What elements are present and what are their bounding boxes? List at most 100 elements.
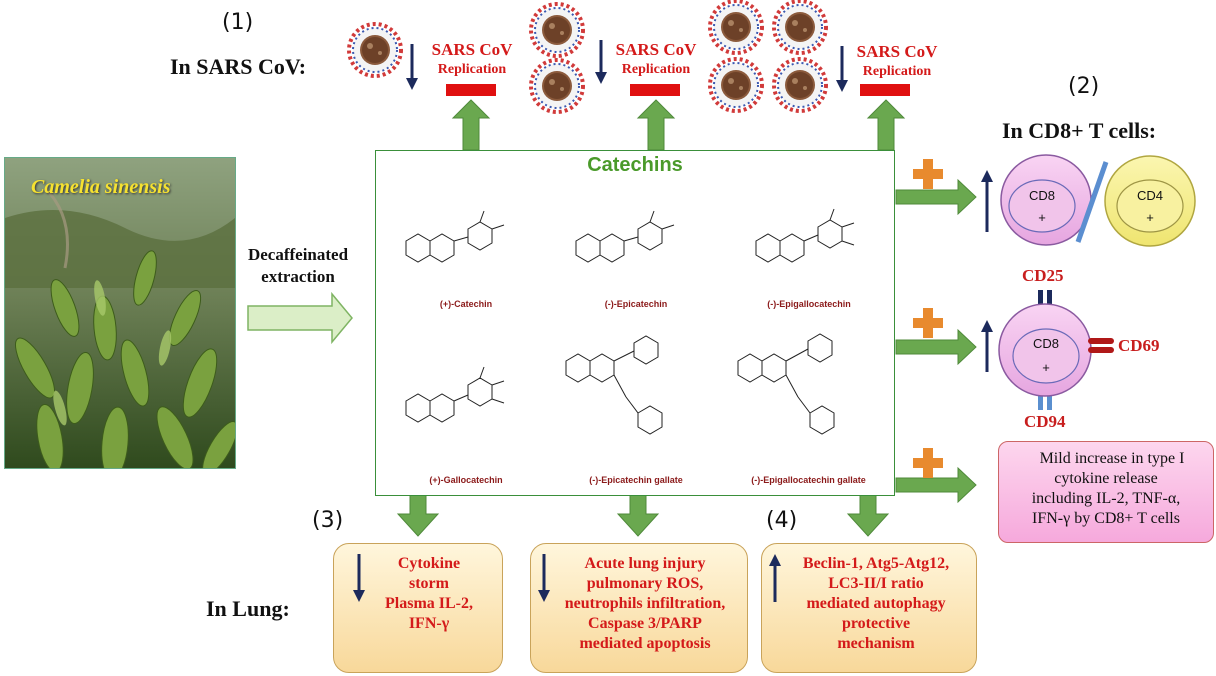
plus-icon <box>913 308 943 338</box>
cd4-cell <box>1104 155 1196 247</box>
extraction-label: Decaffeinated extraction <box>236 244 360 288</box>
extraction-label-line1: Decaffeinated <box>247 245 349 264</box>
lung-box1-line: IFN-γ <box>408 615 450 632</box>
down-arrow-icon <box>846 493 890 537</box>
lung-box2-line: neutrophils infiltration, <box>564 595 726 612</box>
up-arrow-icon <box>451 99 491 151</box>
cytokine-storm-box: Cytokine storm Plasma IL-2, IFN-γ <box>333 543 503 673</box>
decrease-arrow-icon <box>595 40 607 84</box>
cd25-receptor <box>1038 290 1052 312</box>
virus-icon <box>529 2 585 58</box>
cytokine-line3: including IL-2, TNF-α, <box>1031 490 1181 507</box>
sars-label: SARS CoV Replication <box>845 42 949 82</box>
right-arrow-icon <box>895 178 977 216</box>
catechins-title: Catechins <box>587 154 683 176</box>
plant-name-label: Camelia sinensis <box>31 176 171 198</box>
right-arrow-icon <box>895 328 977 366</box>
lung-box3-line: mediated autophagy <box>806 595 946 612</box>
cd94-label: CD94 <box>1024 412 1066 431</box>
catechins-box: Catechins <box>375 150 895 496</box>
molecule-epicatechin <box>575 210 675 263</box>
label-4: (4) <box>766 508 798 533</box>
camelia-sinensis-photo: Camelia sinensis <box>4 157 236 469</box>
virus-icon <box>708 0 764 55</box>
label-2: (2) <box>1068 74 1100 99</box>
lung-box2-line: Acute lung injury <box>584 555 706 572</box>
cytokine-line2: cytokine release <box>1054 470 1158 487</box>
extraction-label-line2: extraction <box>261 267 335 286</box>
inhibition-bar <box>446 84 496 96</box>
molecule-label: (-)-Epicatechin <box>604 299 668 309</box>
cytokine-line1: Mild increase in type I <box>1039 450 1185 467</box>
molecule-label: (-)-Epigallocatechin <box>767 299 851 309</box>
in-lung-heading: In Lung: <box>206 596 290 621</box>
plus-icon <box>913 448 943 478</box>
molecule-catechin <box>405 210 505 263</box>
cd25-label: CD25 <box>1022 266 1064 285</box>
molecule-label: (+)-Gallocatechin <box>429 475 503 485</box>
decrease-arrow-icon <box>538 554 550 602</box>
in-sars-heading: In SARS CoV: <box>170 54 307 79</box>
cd8-cell <box>1000 154 1092 246</box>
increase-arrow-icon <box>981 170 993 232</box>
lung-box1-line: storm <box>409 575 449 592</box>
molecule-gallocatechin <box>405 366 505 423</box>
cd69-label: CD69 <box>1118 336 1160 355</box>
virus-icon <box>347 22 403 78</box>
lung-box3-line: mechanism <box>837 635 915 652</box>
cd8-activated-plus: + <box>1042 360 1050 375</box>
molecule-label: (-)-Epigallocatechin gallate <box>751 475 866 485</box>
inhibition-bar <box>860 84 910 96</box>
virus-icon <box>772 57 828 113</box>
virus-icon <box>529 58 585 114</box>
virus-icon <box>708 57 764 113</box>
sars-label-line1: SARS CoV <box>856 42 938 61</box>
lung-box2-line: Caspase 3/PARP <box>588 615 702 632</box>
molecule-label: (-)-Epicatechin gallate <box>589 475 683 485</box>
extraction-arrow-icon <box>247 291 353 345</box>
cd8-cell-plus: + <box>1038 210 1046 225</box>
sars-label-line2: Replication <box>862 64 932 79</box>
virus-icon <box>772 0 828 55</box>
lung-box3-line: LC3-II/I ratio <box>828 575 924 592</box>
catechin-structures <box>405 208 855 435</box>
lung-box2-line: mediated apoptosis <box>579 635 711 652</box>
decrease-arrow-icon <box>836 46 848 92</box>
cd4-cell-label: CD4 <box>1136 188 1163 203</box>
ratio-slash <box>1075 161 1109 243</box>
molecule-label: (+)-Catechin <box>439 299 493 309</box>
cytokine-release-box: Mild increase in type I cytokine release… <box>998 441 1214 543</box>
cd8-activated-cell <box>998 303 1092 397</box>
cd8-cell-label: CD8 <box>1028 188 1055 203</box>
right-arrow-icon <box>895 466 977 504</box>
up-arrow-icon <box>866 99 906 151</box>
autophagy-box: Beclin-1, Atg5-Atg12, LC3-II/I ratio med… <box>761 543 977 673</box>
in-cd8-heading: In CD8+ T cells: <box>1002 118 1157 143</box>
molecule-epigallocatechin <box>755 208 855 263</box>
down-arrow-icon <box>396 493 440 537</box>
inhibition-bar <box>630 84 680 96</box>
lung-box3-line: protective <box>841 615 911 632</box>
plus-icon <box>913 159 943 189</box>
tea-plant-image <box>5 158 235 468</box>
molecule-epigallocatechin-gallate <box>737 333 835 435</box>
increase-arrow-icon <box>769 554 781 602</box>
decrease-arrow-icon <box>353 554 365 602</box>
cd94-receptor <box>1038 388 1052 410</box>
acute-lung-injury-box: Acute lung injury pulmonary ROS, neutrop… <box>530 543 748 673</box>
label-1: (1) <box>222 10 254 35</box>
sars-label-line1: SARS CoV <box>431 40 513 59</box>
cd8-activated-label: CD8 <box>1032 336 1059 351</box>
label-3: (3) <box>312 508 344 533</box>
sars-label-line2: Replication <box>437 62 507 77</box>
up-arrow-icon <box>636 99 676 151</box>
sars-label-line2: Replication <box>621 62 691 77</box>
lung-box1-line: Plasma IL-2, <box>385 595 473 612</box>
lung-box2-line: pulmonary ROS, <box>586 575 704 592</box>
sars-label: SARS CoV Replication <box>604 40 708 80</box>
cd69-receptor <box>1088 338 1114 353</box>
sars-label-line1: SARS CoV <box>615 40 697 59</box>
molecule-epicatechin-gallate <box>565 335 663 435</box>
lung-box1-line: Cytokine <box>397 555 461 572</box>
